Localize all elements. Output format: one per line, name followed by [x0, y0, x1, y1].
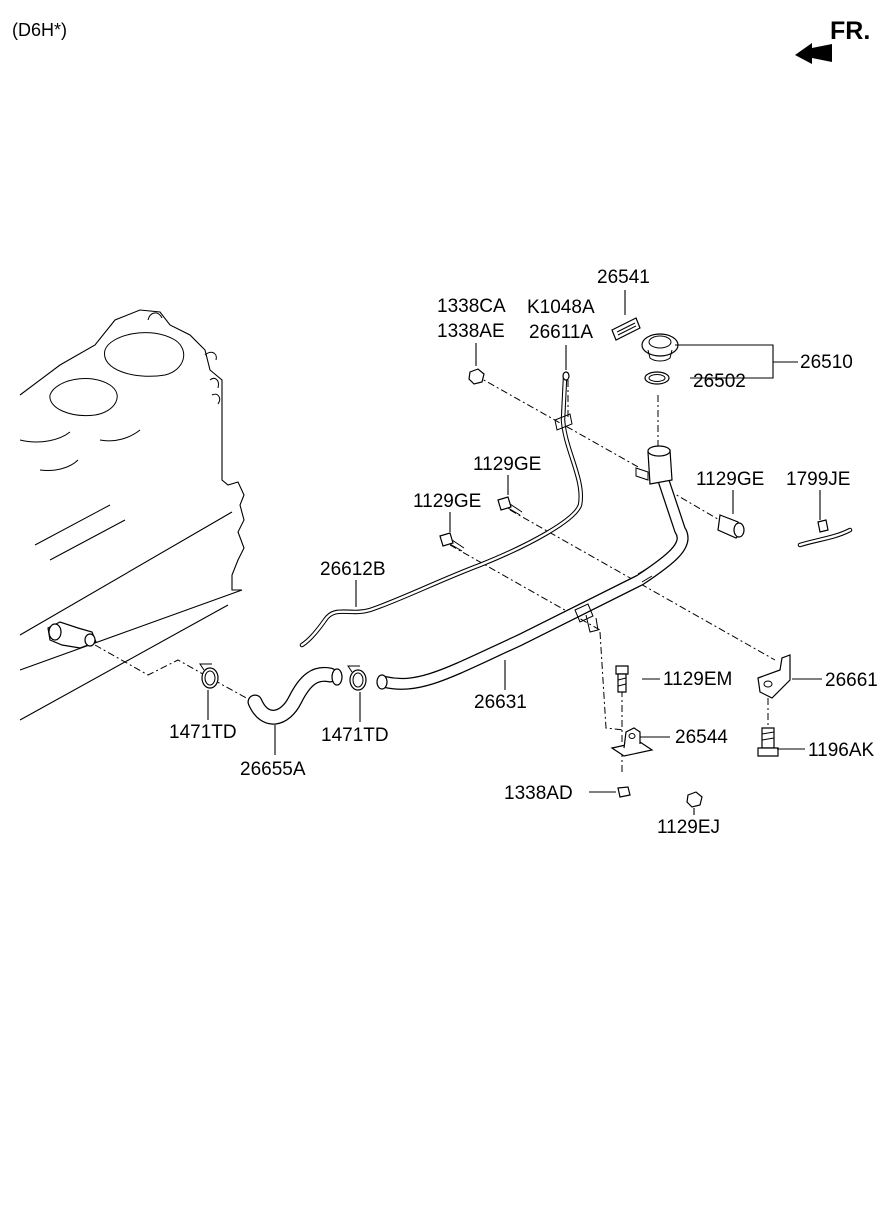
part-label-26611a: 26611A [529, 322, 594, 343]
bracket-26661 [757, 654, 791, 699]
part-label-1129ge-right: 1129GE [696, 469, 765, 490]
engine-block [19, 309, 245, 721]
part-label-1471td-right: 1471TD [321, 725, 389, 746]
clip-1799je [797, 519, 853, 548]
hose-clamp-left [199, 663, 219, 689]
bolt-1129ge-left [439, 532, 465, 552]
label-plate [611, 317, 641, 341]
part-label-1338ca: 1338CA [437, 296, 506, 317]
pipe-26631 [376, 464, 689, 690]
part-label-1129em: 1129EM [663, 669, 733, 690]
front-direction-label: FR. [830, 17, 871, 45]
part-label-1129ge-top: 1129GE [473, 454, 542, 475]
bolt-1129ge-top [497, 496, 523, 516]
nut-1129ej [686, 791, 703, 808]
part-label-k1048a: K1048A [527, 297, 595, 318]
part-label-1338ae: 1338AE [437, 321, 505, 342]
part-label-1129ej: 1129EJ [657, 817, 721, 838]
part-label-26655a: 26655A [240, 759, 306, 780]
part-label-26502: 26502 [693, 371, 746, 392]
washer-1338ad [617, 786, 631, 798]
part-label-26612b: 26612B [320, 559, 386, 580]
part-label-1338ad: 1338AD [504, 783, 573, 804]
part-label-1196ak: 1196AK [808, 740, 875, 761]
leader-lines [207, 290, 822, 815]
part-label-26661: 26661 [825, 670, 878, 691]
part-label-26541: 26541 [597, 267, 650, 288]
hose-26655a [247, 666, 343, 725]
front-arrow-icon [795, 43, 832, 64]
bolt-1129ge-right [717, 514, 745, 539]
part-label-26510: 26510 [800, 352, 853, 373]
o-ring [644, 371, 670, 385]
bolt-1196ak [757, 727, 779, 757]
water-outlet-fitting [47, 621, 97, 649]
nut-1338ca [468, 368, 485, 385]
bracket-26544 [610, 727, 654, 757]
part-label-26631: 26631 [474, 692, 527, 713]
part-label-1471td-left: 1471TD [169, 722, 237, 743]
filler-cap [641, 333, 679, 362]
level-gauge-rod [299, 371, 584, 648]
filler-neck [635, 445, 673, 485]
part-label-1799je: 1799JE [786, 469, 851, 490]
part-label-1129ge-left: 1129GE [413, 491, 482, 512]
bolt-1129em [615, 665, 629, 693]
assembly-lines [94, 374, 776, 775]
part-label-26544: 26544 [675, 727, 728, 748]
model-variant-label: (D6H*) [12, 20, 68, 40]
hose-clamp-right [347, 665, 367, 691]
